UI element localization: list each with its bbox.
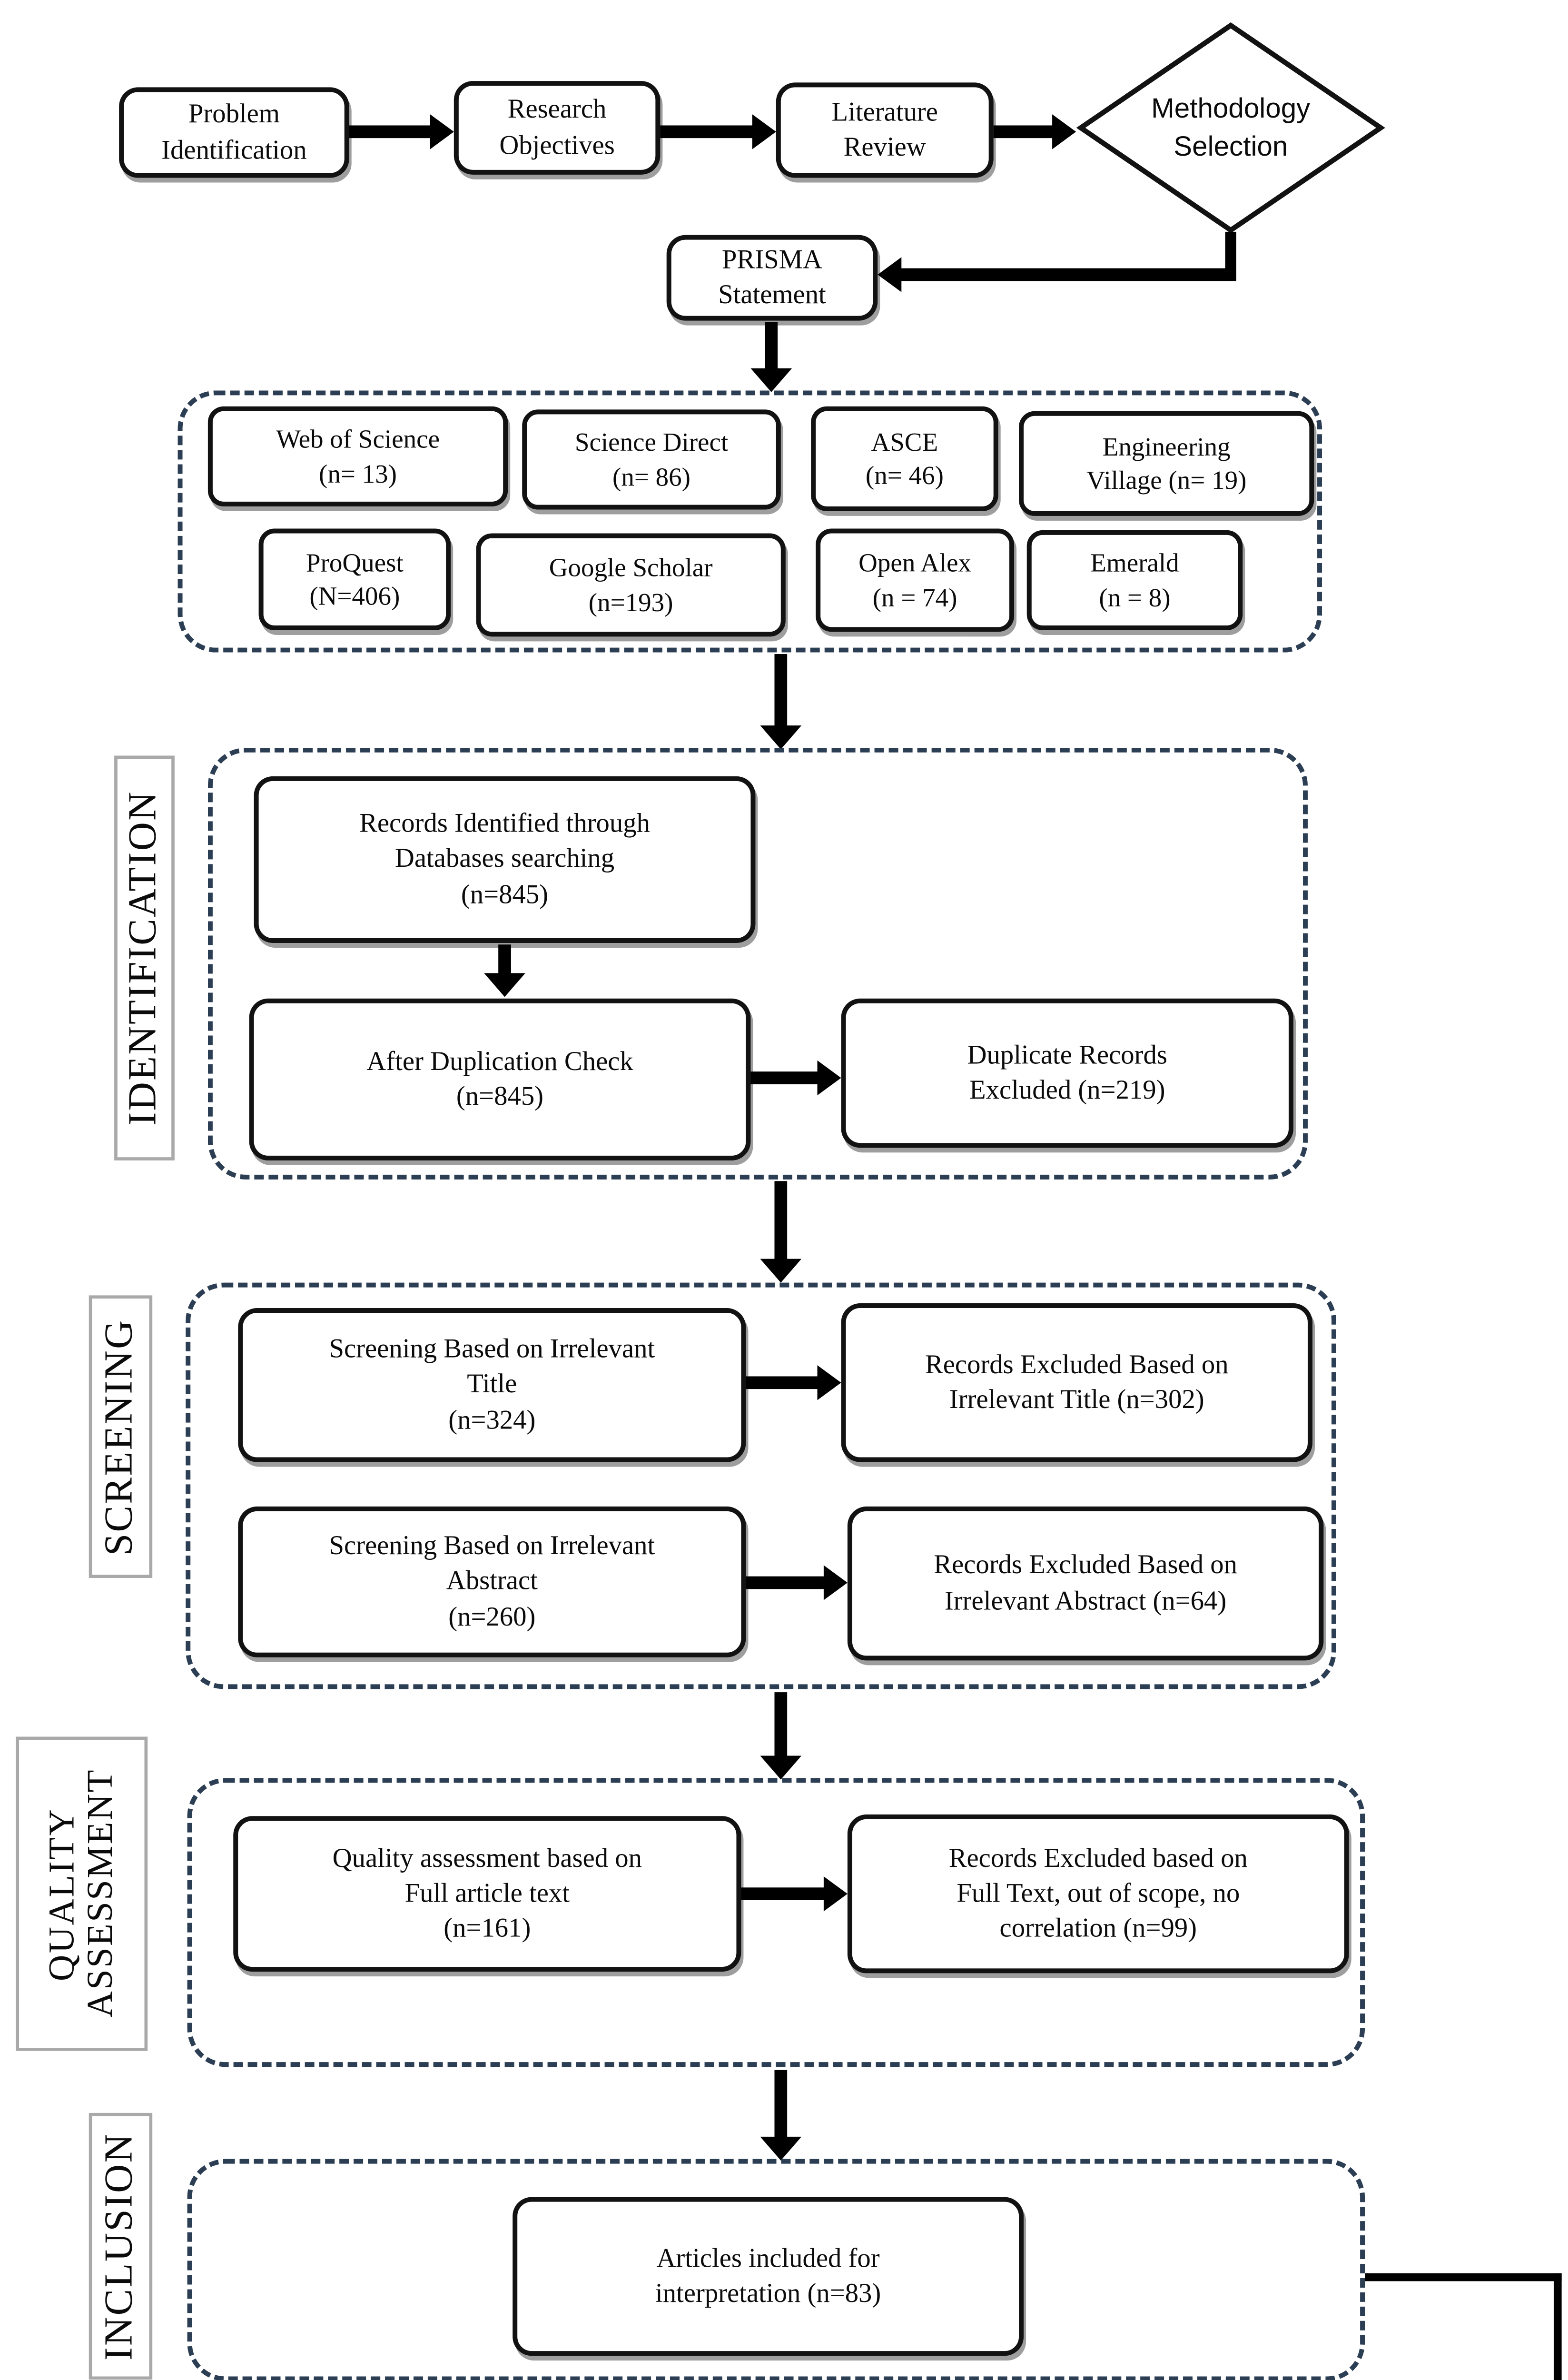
node-fulltext-excluded: Records Excluded based on Full Text, out… bbox=[847, 1814, 1349, 1973]
node-records-identified: Records Identified through Databases sea… bbox=[254, 776, 756, 943]
node-web-of-science: Web of Science (n= 13) bbox=[207, 406, 508, 506]
node-duplicates-excluded: Duplicate Records Excluded (n=219) bbox=[841, 998, 1294, 1148]
quality-stage-label: QUALITY ASSESSMENT bbox=[16, 1736, 148, 2051]
node-google-scholar: Google Scholar (n=193) bbox=[476, 533, 786, 637]
node-emerald: Emerald (n = 8) bbox=[1026, 530, 1243, 630]
connector-right-down bbox=[1553, 2273, 1562, 2380]
connector-methodology-down bbox=[1225, 231, 1236, 279]
node-prisma-statement: PRISMA Statement bbox=[666, 235, 878, 321]
arrow-prisma-to-databases bbox=[750, 322, 792, 392]
databases-container bbox=[178, 390, 1322, 653]
arrow-methodology-to-prisma bbox=[878, 254, 1236, 296]
node-proquest: ProQuest (N=406) bbox=[258, 528, 451, 630]
arrow-literature-to-methodology bbox=[993, 111, 1076, 152]
node-screening-title: Screening Based on Irrelevant Title (n=3… bbox=[238, 1308, 746, 1462]
arrow-screening-to-quality bbox=[760, 1692, 802, 1780]
node-science-direct: Science Direct (n= 86) bbox=[522, 409, 781, 510]
node-after-duplication-check: After Duplication Check (n=845) bbox=[249, 998, 751, 1160]
arrow-title-screen-to-excluded bbox=[746, 1362, 841, 1403]
arrow-abstract-screen-to-excluded bbox=[746, 1562, 848, 1604]
quality-container bbox=[187, 1778, 1365, 2067]
screening-stage-label: SCREENING bbox=[89, 1295, 153, 1578]
node-research-objectives: Research Objectives bbox=[454, 81, 661, 175]
identification-container bbox=[207, 747, 1308, 1180]
arrow-duplication-to-excluded bbox=[750, 1057, 841, 1099]
arrow-records-to-duplication-check bbox=[484, 944, 525, 997]
node-quality-assessment: Quality assessment based on Full article… bbox=[233, 1816, 741, 1972]
arrow-problem-to-research bbox=[349, 111, 454, 152]
screening-container bbox=[186, 1282, 1337, 1689]
node-methodology-selection: Methodology Selection bbox=[1151, 92, 1311, 161]
arrow-databases-to-identification bbox=[760, 654, 802, 750]
node-articles-included: Articles included for interpretation (n=… bbox=[513, 2197, 1024, 2356]
arrow-quality-to-inclusion bbox=[760, 2070, 802, 2161]
arrow-quality-to-excluded bbox=[741, 1873, 848, 1914]
node-engineering-village: Engineering Village (n= 19) bbox=[1019, 411, 1314, 516]
identification-stage-label: IDENTIFICATION bbox=[114, 755, 175, 1160]
inclusion-container bbox=[187, 2159, 1365, 2380]
connector-inclusion-right bbox=[1365, 2273, 1562, 2281]
arrow-identification-to-screening bbox=[760, 1181, 802, 1283]
arrow-research-to-literature bbox=[660, 111, 776, 152]
node-open-alex: Open Alex (n = 74) bbox=[816, 528, 1015, 632]
node-title-excluded: Records Excluded Based on Irrelevant Tit… bbox=[841, 1303, 1313, 1462]
node-problem-identification: Problem Identification bbox=[119, 87, 349, 178]
node-literature-review: Literature Review bbox=[776, 82, 994, 178]
node-asce: ASCE (n= 46) bbox=[811, 406, 998, 511]
node-abstract-excluded: Records Excluded Based on Irrelevant Abs… bbox=[847, 1506, 1324, 1661]
methodology-diamond-shape bbox=[1076, 22, 1385, 234]
inclusion-stage-label: INCLUSION bbox=[89, 2112, 153, 2380]
node-screening-abstract: Screening Based on Irrelevant Abstract (… bbox=[238, 1506, 746, 1657]
